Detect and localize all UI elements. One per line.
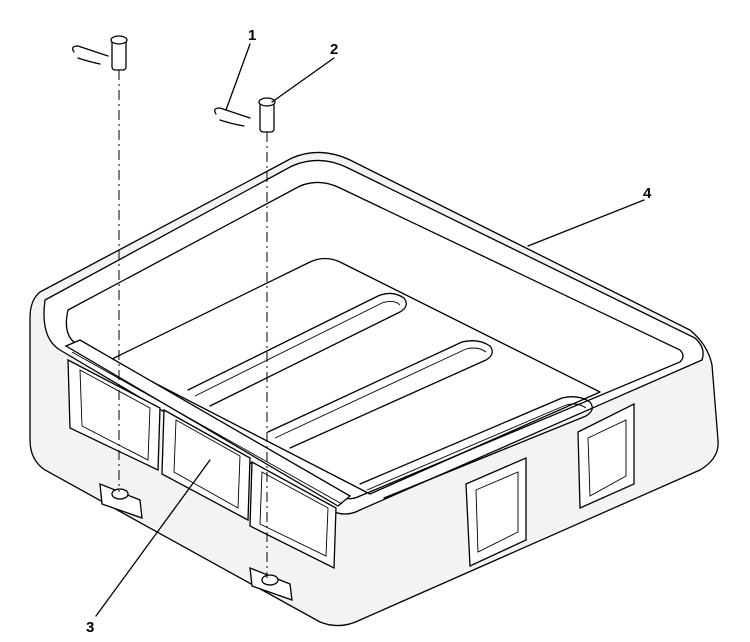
side-panels: [465, 402, 635, 567]
leader-lines: [95, 43, 645, 617]
floor-ribs: [187, 292, 593, 499]
tray-floor: [109, 257, 601, 495]
callout-1: 1: [248, 27, 257, 44]
callout-2: 2: [330, 41, 339, 58]
pin-left: [72, 35, 128, 71]
pin-right: [214, 97, 276, 133]
cross-bar: [64, 339, 352, 507]
callout-3: 3: [86, 619, 95, 636]
callout-4: 4: [643, 185, 652, 202]
tray-rim-inner: [65, 181, 684, 500]
mount-tabs: [99, 482, 293, 601]
